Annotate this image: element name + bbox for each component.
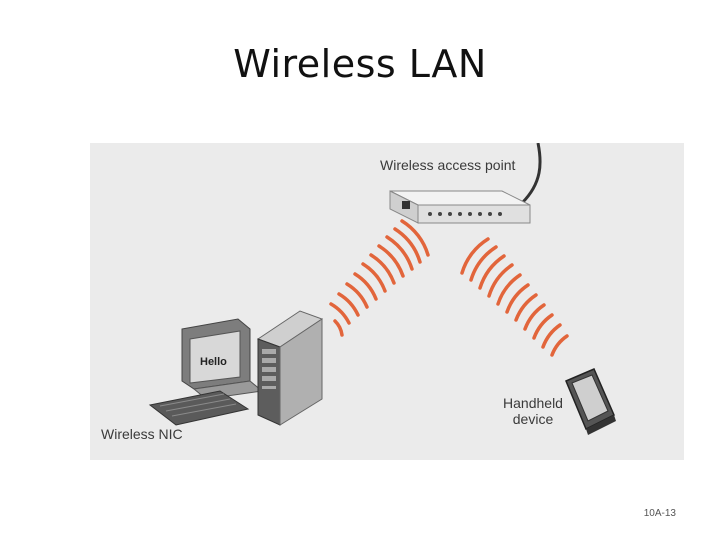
access-point-icon	[389, 190, 531, 224]
access-point-label: Wireless access point	[380, 157, 516, 173]
slide-title: Wireless LAN	[233, 42, 487, 86]
wireless-lan-diagram: Hello	[90, 143, 684, 460]
desktop-computer-icon: Hello	[148, 310, 324, 426]
signal-waves-left	[329, 219, 430, 337]
handheld-device-label: Handheld device	[495, 395, 571, 427]
wireless-nic-label: Wireless NIC	[101, 426, 183, 442]
svg-text:Hello: Hello	[200, 356, 227, 368]
page-number: 10A-13	[643, 508, 676, 519]
handheld-device-icon	[565, 368, 616, 435]
handheld-label-line2: device	[512, 411, 554, 427]
signal-waves-right	[460, 237, 569, 357]
handheld-label-line1: Handheld	[503, 395, 563, 411]
antenna-cable	[520, 143, 542, 205]
